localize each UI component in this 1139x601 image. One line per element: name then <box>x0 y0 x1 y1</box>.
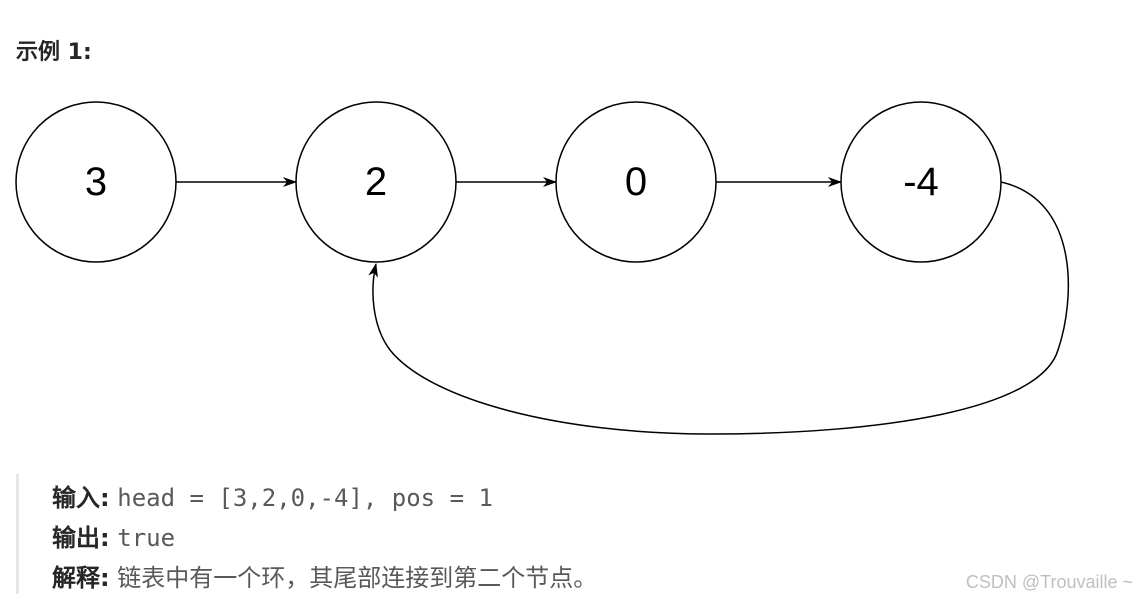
example-title: 示例 1: <box>16 40 92 65</box>
output-label: 输出: <box>52 524 110 552</box>
output-value: true <box>117 524 176 552</box>
explain-value: 链表中有一个环，其尾部连接到第二个节点。 <box>117 564 598 592</box>
list-node-4: -4 <box>840 101 1002 263</box>
node-value-4: -4 <box>903 160 939 204</box>
cycle-edge-4-to-2 <box>368 181 1070 435</box>
list-node-1: 3 <box>15 101 177 263</box>
input-value: head = [3,2,0,-4], pos = 1 <box>117 484 493 512</box>
node-value-3: 0 <box>625 160 647 204</box>
node-value-1: 3 <box>85 160 107 204</box>
list-node-2: 2 <box>295 101 457 263</box>
linked-list-diagram: 3 2 0 -4 <box>15 101 1070 435</box>
input-line: 输入: head = [3,2,0,-4], pos = 1 <box>52 478 836 518</box>
output-line: 输出: true <box>52 518 836 558</box>
explain-label: 解释: <box>52 564 110 592</box>
watermark: CSDN @Trouvaille ~ <box>965 572 1133 592</box>
explain-line: 解释: 链表中有一个环，其尾部连接到第二个节点。 <box>52 558 836 598</box>
list-node-3: 0 <box>555 101 717 263</box>
example-explanation-block: 输入: head = [3,2,0,-4], pos = 1 输出: true … <box>16 474 836 594</box>
input-label: 输入: <box>52 484 110 512</box>
node-value-2: 2 <box>365 160 387 204</box>
